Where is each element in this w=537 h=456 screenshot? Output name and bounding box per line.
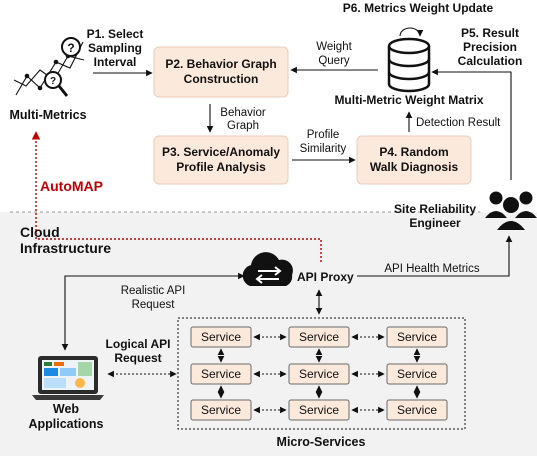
weight-query-line2: Query	[318, 55, 350, 67]
micro-services-label: Micro-Services	[277, 435, 366, 449]
service-label: Service	[397, 330, 437, 344]
api-health-metrics-label: API Health Metrics	[384, 263, 479, 275]
web-applications-line1: Web	[53, 402, 80, 416]
service-node	[288, 326, 350, 348]
service-grid: Service Service Service Service Service …	[190, 326, 448, 421]
logical-api-line1: Logical API	[106, 337, 171, 351]
p1-label-line1: P1. Select	[87, 27, 144, 41]
p5-label-line1: P5. Result	[461, 26, 519, 40]
realistic-api-request-arrow	[61, 272, 245, 351]
behavior-graph-line2: Graph	[227, 120, 259, 132]
line-chart-magnifier-icon: ? ?	[13, 37, 85, 97]
laptop-dashboard-icon	[32, 356, 104, 400]
profile-similarity-line2: Similarity	[300, 143, 347, 155]
multi-metrics-label: Multi-Metrics	[9, 108, 86, 122]
service-node	[190, 399, 252, 421]
service-label: Service	[201, 367, 241, 381]
service-label: Service	[299, 330, 339, 344]
p5-label-line3: Calculation	[458, 54, 523, 68]
api-health-metrics-arrow	[357, 235, 513, 277]
profile-similarity-line1: Profile	[307, 129, 340, 141]
refresh-cycle-icon	[399, 27, 424, 37]
service-node	[190, 326, 252, 348]
p1-label-line2: Sampling	[88, 41, 142, 55]
web-applications-line2: Applications	[28, 417, 103, 431]
service-label: Service	[397, 403, 437, 417]
p3-label-line2: Profile Analysis	[176, 160, 266, 174]
weight-query-line1: Weight	[316, 41, 352, 53]
p3-label-line1: P3. Service/Anomaly	[162, 145, 280, 159]
p6-label: P6. Metrics Weight Update	[343, 1, 494, 15]
detection-result-label: Detection Result	[416, 117, 501, 129]
service-label: Service	[299, 367, 339, 381]
p5-label-line2: Precision	[463, 40, 517, 54]
service-node	[190, 363, 252, 385]
cloud-infrastructure-line1: Cloud	[20, 224, 60, 240]
sre-label-line2: Engineer	[409, 216, 461, 230]
p4-label-line2: Walk Diagnosis	[370, 160, 459, 174]
behavior-graph-line1: Behavior	[220, 107, 266, 119]
service-node	[386, 326, 448, 348]
p4-label-line1: P4. Random	[379, 145, 448, 159]
service-node	[288, 399, 350, 421]
weight-matrix-label: Multi-Metric Weight Matrix	[334, 93, 483, 107]
logical-api-line2: Request	[114, 351, 161, 365]
service-label: Service	[201, 330, 241, 344]
database-icon	[387, 37, 431, 93]
realistic-api-line2: Request	[132, 299, 176, 311]
service-node	[386, 399, 448, 421]
sre-to-matrix-arrow	[431, 68, 512, 180]
api-proxy-label: API Proxy	[297, 270, 354, 284]
p2-label-line1: P2. Behavior Graph	[165, 57, 276, 71]
service-label: Service	[299, 403, 339, 417]
svg-text:?: ?	[67, 41, 74, 55]
realistic-api-line1: Realistic API	[121, 285, 186, 297]
service-node	[386, 363, 448, 385]
micro-services-container	[177, 317, 466, 430]
p1-label-line3: Interval	[94, 55, 137, 69]
cloud-infrastructure-line2: Infrastructure	[20, 240, 111, 256]
p4-box	[356, 135, 472, 185]
api-proxy-to-metrics-feedback-arrow	[31, 131, 322, 262]
cloud-proxy-icon	[242, 252, 293, 286]
automap-label: AutoMAP	[40, 178, 103, 194]
svg-text:?: ?	[50, 76, 56, 87]
p2-box	[153, 46, 289, 98]
p1-select-sampling-interval: P1. Select Sampling Interval	[87, 27, 144, 69]
p2-label-line2: Construction	[184, 72, 259, 86]
service-label: Service	[201, 403, 241, 417]
service-connections	[217, 333, 421, 414]
service-label: Service	[397, 367, 437, 381]
users-group-icon	[485, 191, 537, 230]
sre-label-line1: Site Reliability	[394, 202, 476, 216]
service-node	[288, 363, 350, 385]
p3-box	[153, 135, 289, 185]
